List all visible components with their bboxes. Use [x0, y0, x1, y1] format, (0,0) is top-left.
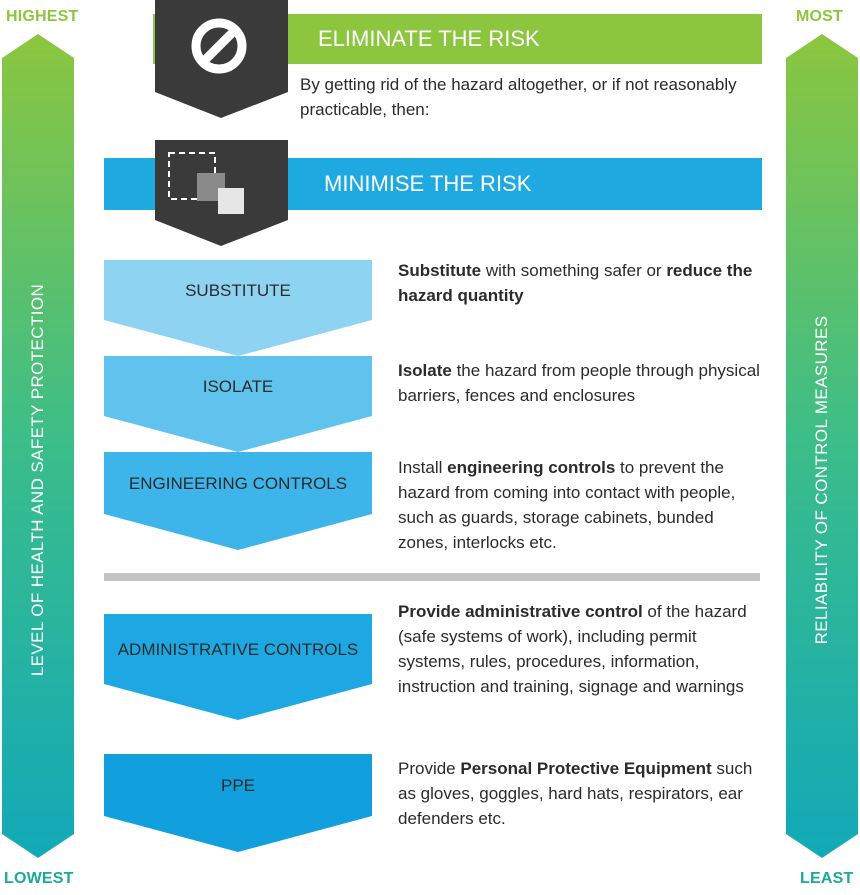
desc-engineering: Install engineering controls to prevent … — [398, 458, 736, 552]
desc-substitute: Substitute with something safer or reduc… — [398, 261, 753, 305]
left-arrow-label: LEVEL OF HEALTH AND SAFETY PROTECTION — [28, 283, 47, 677]
step-label-engineering: ENGINEERING CONTROLS — [128, 473, 348, 493]
step-label-substitute: SUBSTITUTE — [185, 280, 291, 300]
right-arrow-label: RELIABILITY OF CONTROL MEASURES — [812, 315, 831, 645]
right-reliability-arrow — [786, 34, 858, 858]
step-label-isolate: ISOLATE — [202, 376, 274, 396]
chevron-isolate — [104, 356, 372, 452]
left-protection-arrow — [2, 34, 74, 858]
prohibited-icon — [191, 18, 247, 74]
corner-lowest: LOWEST — [4, 870, 74, 887]
corner-highest: HIGHEST — [6, 8, 79, 25]
eliminate-icon-shield — [155, 0, 288, 118]
chevron-substitute — [104, 260, 372, 356]
chevron-ppe — [104, 754, 372, 852]
chevron-administrative — [104, 614, 372, 720]
desc-ppe: Provide Personal Protective Equipment su… — [398, 759, 753, 828]
step-label-ppe: PPE — [220, 775, 256, 795]
substitute-squares-icon — [168, 152, 244, 214]
corner-least: LEAST — [800, 870, 854, 887]
chevron-engineering — [104, 452, 372, 550]
eliminate-text: By getting rid of the hazard altogether,… — [300, 75, 737, 119]
minimise-title: MINIMISE THE RISK — [324, 171, 532, 196]
desc-administrative: Provide administrative control of the ha… — [398, 602, 747, 696]
desc-isolate: Isolate the hazard from people through p… — [398, 361, 760, 405]
divider-line — [104, 573, 760, 581]
step-label-administrative: ADMINISTRATIVE CONTROLS — [117, 639, 359, 659]
corner-most: MOST — [796, 8, 844, 25]
eliminate-title: ELIMINATE THE RISK — [318, 26, 540, 51]
